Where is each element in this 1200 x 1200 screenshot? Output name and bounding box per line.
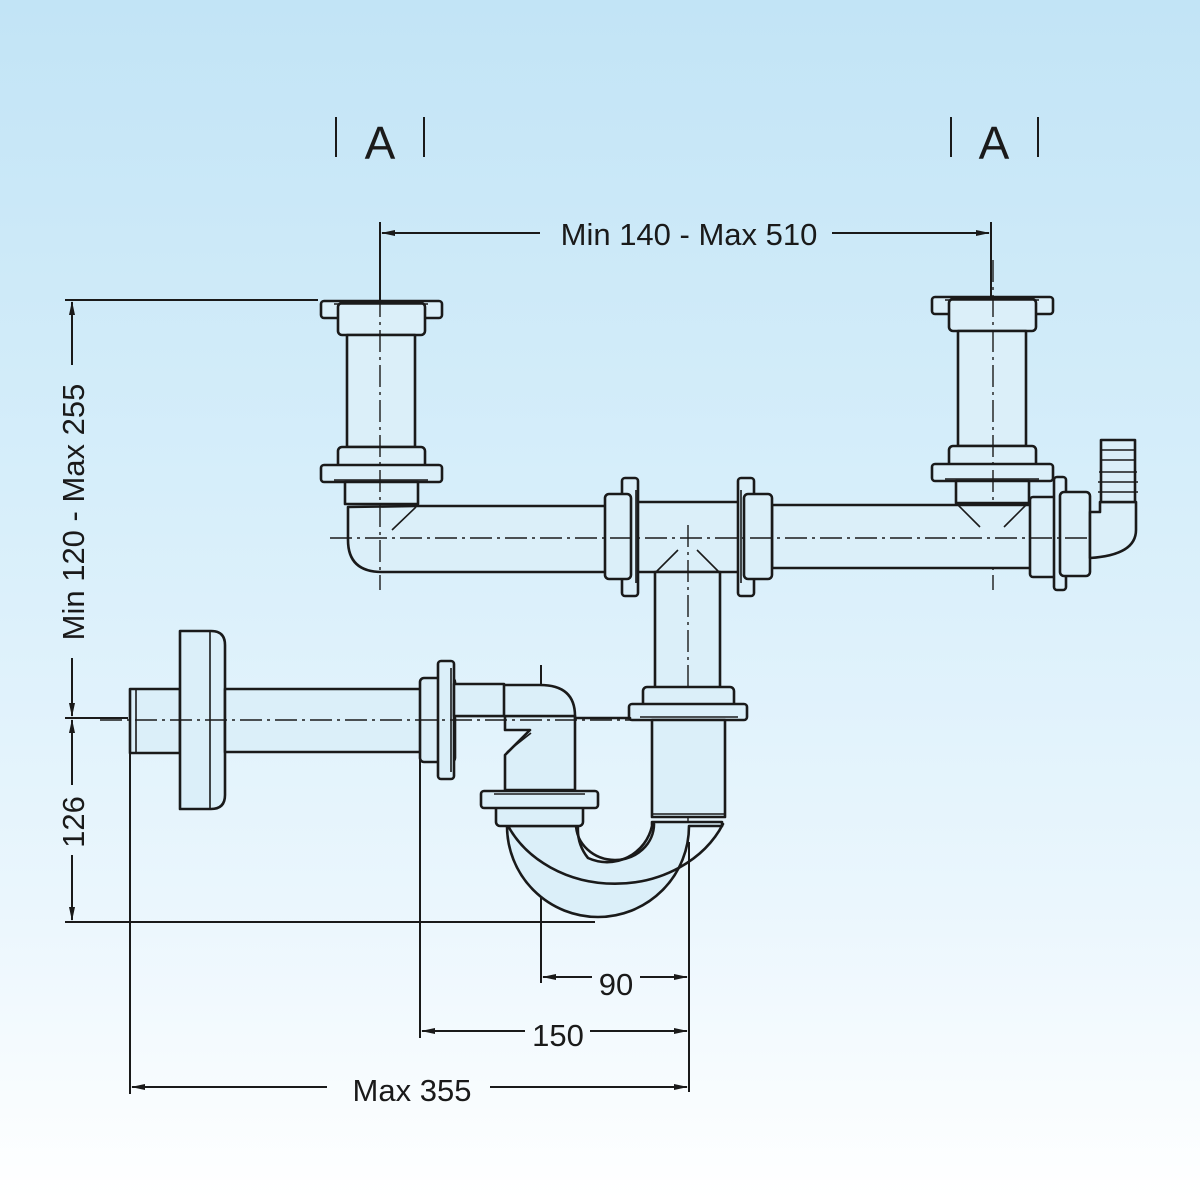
- horizontal-pipe-right: [770, 503, 1034, 570]
- tee-fitting: [603, 476, 774, 842]
- dimension-label: 90: [599, 967, 633, 1002]
- trap-dip-tube: [627, 685, 749, 819]
- dishwasher-connector: [1028, 438, 1138, 592]
- dimension-label: Min 140 - Max 510: [561, 217, 818, 252]
- section-label: A: [365, 117, 396, 169]
- dimension-wall-outlet-height: 126: [56, 717, 595, 923]
- hose-barb-icon: [1098, 438, 1138, 504]
- dimension-inlet-to-trap: 150: [419, 760, 688, 1053]
- section-marker-left: A: [335, 117, 425, 169]
- left-sink-inlet: [319, 260, 610, 590]
- dimension-label: 150: [532, 1018, 584, 1053]
- dimension-label: Max 355: [353, 1073, 472, 1108]
- dimension-max-depth: Max 355: [129, 752, 688, 1108]
- dimension-label: Min 120 - Max 255: [56, 384, 91, 641]
- dimension-height-range: Min 120 - Max 255: [56, 299, 318, 717]
- section-label: A: [979, 117, 1010, 169]
- u-bend: [505, 820, 725, 919]
- section-marker-right: A: [950, 117, 1039, 169]
- dimension-sink-spacing: Min 140 - Max 510: [379, 217, 992, 300]
- dimension-label: 126: [56, 796, 91, 848]
